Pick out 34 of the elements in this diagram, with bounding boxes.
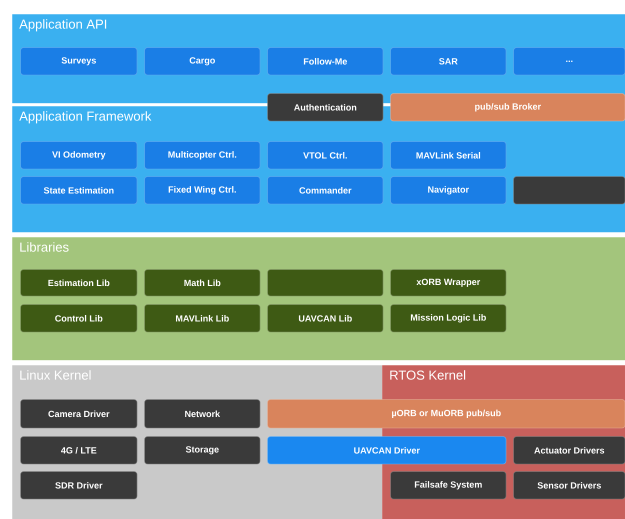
module-box: Fixed Wing Ctrl. <box>144 176 260 204</box>
module-box: Mission Logic Lib <box>390 304 506 332</box>
module-box: Estimation Lib <box>20 269 138 296</box>
module-box: xORB Wrapper <box>390 269 506 296</box>
module-box: Failsafe System <box>390 471 506 500</box>
module-box: Control Lib <box>20 304 138 332</box>
module-box: 4G / LTE <box>20 436 138 464</box>
module-box: UAVCAN Lib <box>267 304 384 332</box>
module-box: MAVLink Lib <box>144 304 260 332</box>
module-box <box>267 269 384 296</box>
module-box: SDR Driver <box>20 471 138 500</box>
module-box: Network <box>144 399 260 428</box>
module-box <box>513 176 625 204</box>
module-box: Authentication <box>267 93 384 122</box>
module-box: Navigator <box>390 176 506 204</box>
module-box: Cargo <box>144 47 260 76</box>
module-box: Commander <box>267 176 384 204</box>
module-box: Multicopter Ctrl. <box>144 141 260 170</box>
module-box: Sensor Drivers <box>513 471 625 500</box>
module-box: Math Lib <box>144 269 260 296</box>
module-box: MAVLink Serial <box>390 141 506 170</box>
module-box: Storage <box>144 436 260 464</box>
module-box: ... <box>513 47 625 76</box>
module-box: State Estimation <box>20 176 138 204</box>
module-box: Follow-Me <box>267 47 384 76</box>
module-box: Actuator Drivers <box>513 436 625 464</box>
module-box: Camera Driver <box>20 399 138 428</box>
module-box: VI Odometry <box>20 141 138 170</box>
module-box: UAVCAN Driver <box>267 436 506 464</box>
module-box: µORB or MuORB pub/sub <box>267 399 625 428</box>
module-box: SAR <box>390 47 506 76</box>
module-box: pub/sub Broker <box>390 93 625 122</box>
module-box: Surveys <box>20 47 138 76</box>
module-box: VTOL Ctrl. <box>267 141 384 170</box>
